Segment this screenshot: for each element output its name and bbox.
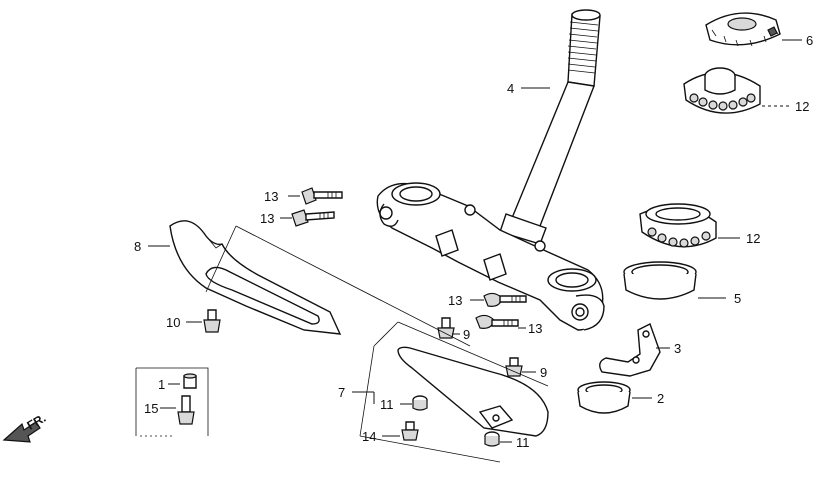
callout-11-a: 11	[380, 397, 394, 412]
callout-3: 3	[674, 341, 681, 356]
part-10-screw	[203, 309, 221, 333]
callout-9-a: 9	[463, 327, 470, 342]
callout-13-d: 13	[528, 321, 542, 336]
callout-1: 1	[158, 377, 165, 392]
callout-4: 4	[507, 81, 514, 96]
part-5-dust-seal	[623, 261, 697, 300]
part-12-upper-bearing	[683, 67, 761, 114]
part-15-bolt	[177, 395, 195, 425]
callout-7: 7	[338, 385, 345, 400]
callout-15: 15	[144, 401, 158, 416]
part-13-bolt-lower-b	[475, 314, 519, 329]
part-4-steering-stem	[499, 9, 601, 245]
part-6-stem-nut	[705, 12, 781, 47]
callout-9-b: 9	[540, 365, 547, 380]
front-direction-arrow	[2, 421, 41, 443]
callout-13-a: 13	[264, 189, 278, 204]
callout-2: 2	[657, 391, 664, 406]
part-7-guard-plate	[397, 346, 549, 437]
callout-6: 6	[806, 33, 813, 48]
part-14-screw	[401, 421, 419, 441]
callout-5: 5	[734, 291, 741, 306]
part-1-cap	[183, 373, 197, 389]
part-7-outline-box	[359, 321, 549, 463]
callout-11-b: 11	[516, 435, 530, 450]
callout-12-upper: 12	[795, 99, 809, 114]
part-13-bolt-lower-a	[483, 292, 527, 307]
inset-box	[135, 367, 209, 437]
part-13-bolt-upper-b	[291, 209, 335, 227]
part-3-bracket	[599, 323, 661, 377]
part-13-bolt-upper-a	[301, 187, 343, 205]
part-8-fork-guard	[169, 220, 342, 335]
part-12-lower-bearing	[639, 203, 717, 248]
callout-13-b: 13	[260, 211, 274, 226]
part-11-collar-a	[412, 395, 428, 411]
callout-8: 8	[134, 239, 141, 254]
part-11-collar-b	[484, 431, 500, 447]
part-9-bolt-a	[437, 317, 455, 339]
part-9-bolt-b	[505, 357, 523, 377]
part-2-ring	[577, 381, 631, 414]
callout-12-lower: 12	[746, 231, 760, 246]
callout-10: 10	[166, 315, 180, 330]
lower-triple-clamp	[376, 182, 605, 331]
callout-13-c: 13	[448, 293, 462, 308]
callout-14: 14	[362, 429, 376, 444]
